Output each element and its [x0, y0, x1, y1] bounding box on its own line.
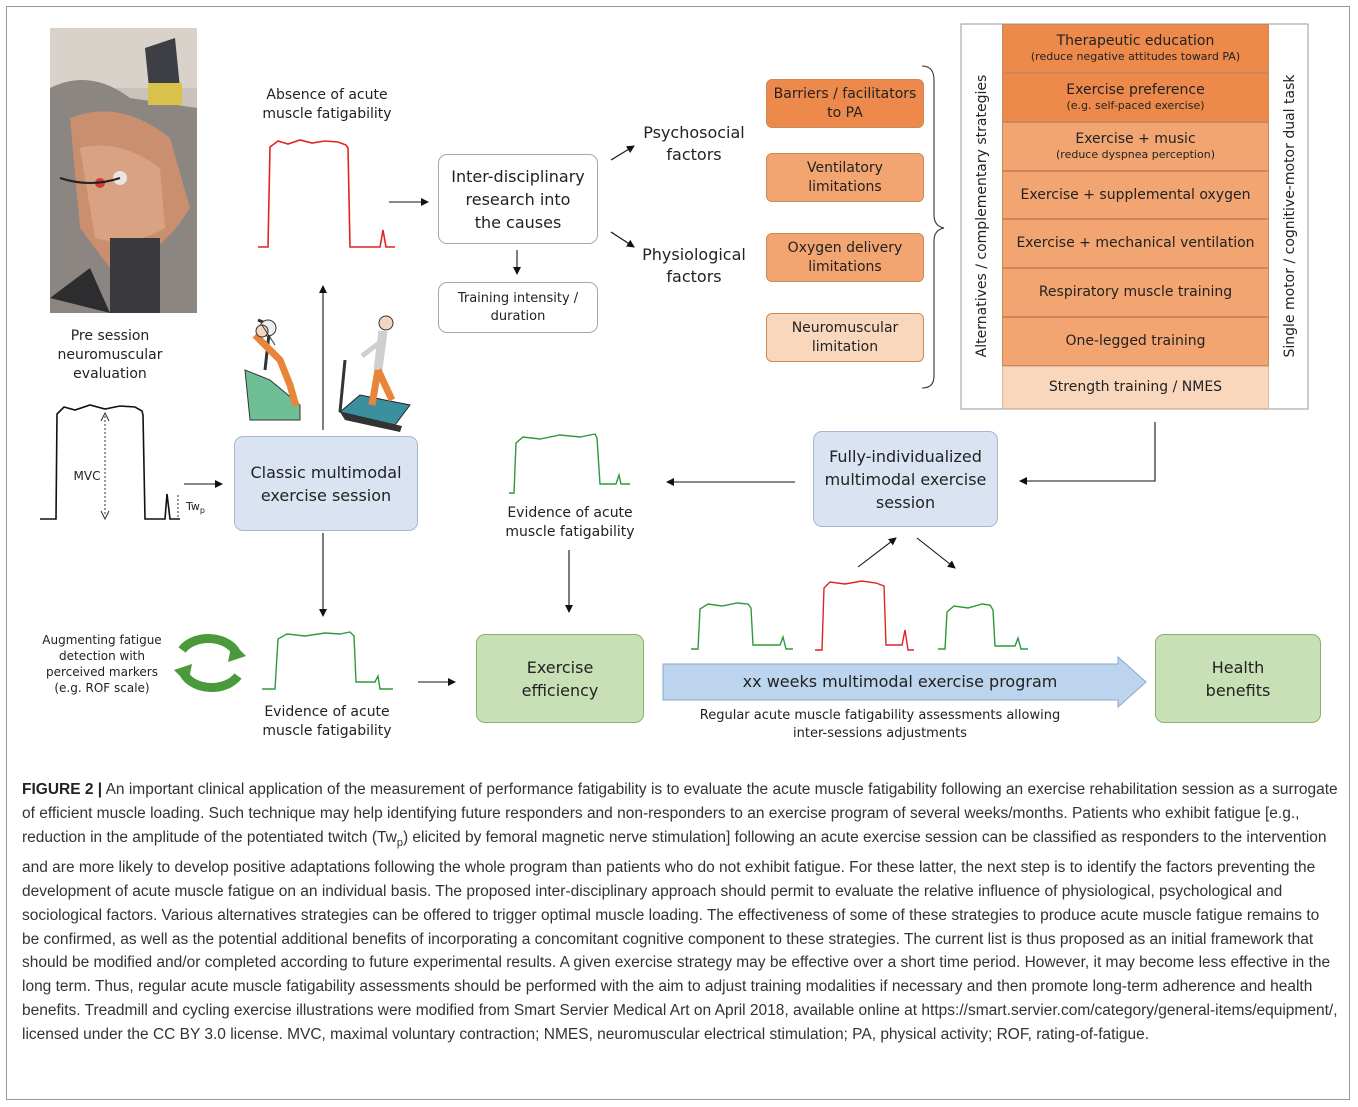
strategy-label: One-legged training — [1065, 333, 1206, 349]
factor-box: Oxygen delivery limitations — [766, 233, 924, 282]
twp-label: Twp — [186, 500, 205, 516]
strategy-row: Exercise + mechanical ventilation — [1002, 219, 1269, 268]
strategy-label: Exercise preference — [1066, 82, 1205, 98]
strategy-sublabel: (e.g. self-paced exercise) — [1066, 99, 1205, 112]
figure-caption: FIGURE 2 | An important clinical applica… — [22, 778, 1340, 1047]
exercise-efficiency-box: Exercise efficiency — [476, 634, 644, 723]
brace-factors — [921, 65, 945, 389]
regular-assessments-label: Regular acute muscle fatigability assess… — [699, 708, 1061, 741]
strategy-row: Exercise + music(reduce dyspnea percepti… — [1002, 122, 1269, 171]
evidence-top-label: Evidence of acute muscle fatigability — [505, 505, 635, 540]
evidence-bottom-label: Evidence of acute muscle fatigability — [262, 704, 392, 739]
black-mvc-trace — [40, 404, 180, 520]
treadmill-exercise-illustration — [338, 315, 411, 432]
strategy-label: Therapeutic education — [1056, 33, 1215, 49]
arrow-strategies-to-individual — [1019, 422, 1156, 485]
caption-sub: p — [396, 836, 403, 849]
strategy-label: Exercise + supplemental oxygen — [1020, 186, 1251, 203]
psychosocial-label: Psychosocial factors — [643, 123, 745, 164]
red-trace-top — [258, 139, 395, 248]
classic-session-box: Classic multimodal exercise session — [234, 436, 418, 531]
arrow-research-to-physiological — [610, 231, 635, 248]
strategy-label: Exercise + music — [1075, 131, 1196, 147]
cycling-exercise-illustration — [244, 318, 301, 421]
caption-text: An important clinical application of the… — [22, 781, 1338, 846]
strategy-row: Strength training / NMES — [1002, 366, 1269, 409]
factor-box: Neuromuscular limitation — [766, 313, 924, 362]
arrow-individual-to-trace-right — [916, 537, 956, 569]
factor-label: Oxygen delivery limitations — [787, 239, 903, 275]
mvc-label: MVC — [73, 469, 101, 483]
green-trace-top — [509, 433, 630, 494]
green-trace-program-2 — [938, 603, 1028, 650]
caption-label: FIGURE 2 | — [22, 781, 103, 798]
absence-fatigability-label: Absence of acute muscle fatigability — [262, 87, 392, 122]
strategy-row: Exercise preference(e.g. self-paced exer… — [1002, 73, 1269, 122]
arrow-individual-to-trace-left — [857, 537, 897, 568]
training-intensity-box: Training intensity / duration — [438, 282, 598, 333]
strategy-sublabel: (reduce dyspnea perception) — [1056, 148, 1215, 161]
factor-label: Ventilatory limitations — [807, 159, 883, 195]
green-trace-bottom — [262, 631, 393, 690]
physiological-label: Physiological factors — [642, 245, 746, 286]
pre-session-label: Pre session neuromuscular evaluation — [57, 328, 163, 382]
strategy-row: Exercise + supplemental oxygen — [1002, 171, 1269, 219]
strategy-row: Respiratory muscle training — [1002, 268, 1269, 317]
program-arrow — [662, 655, 1147, 709]
strategy-sublabel: (reduce negative attitudes toward PA) — [1030, 50, 1241, 63]
photo-of-leg-with-electrodes — [50, 28, 197, 313]
strategy-label: Strength training / NMES — [1048, 379, 1223, 395]
strategy-row: Therapeutic education(reduce negative at… — [1002, 24, 1269, 73]
strategy-label: Exercise + mechanical ventilation — [1016, 235, 1255, 251]
augmenting-label: Augmenting fatigue detection with percei… — [42, 633, 162, 695]
factor-label: Neuromuscular limitation — [791, 319, 899, 355]
factor-label: Barriers / facilitators to PA — [773, 85, 917, 121]
factor-box: Barriers / facilitators to PA — [766, 79, 924, 128]
arrow-research-to-psychosocial — [610, 145, 635, 161]
green-trace-program-1 — [691, 602, 793, 650]
strategy-row: One-legged training — [1002, 317, 1269, 366]
caption-text-2: ) elicited by femoral magnetic nerve sti… — [22, 828, 1338, 1044]
figure-frame — [6, 6, 1350, 1100]
fully-individualized-box: Fully-individualized multimodal exercise… — [813, 431, 998, 527]
strategy-label: Respiratory muscle training — [1038, 284, 1233, 300]
circular-arrows-icon — [174, 634, 246, 692]
inter-disciplinary-box: Inter-disciplinary research into the cau… — [438, 154, 598, 244]
health-benefits-box: Health benefits — [1155, 634, 1321, 723]
factor-box: Ventilatory limitations — [766, 153, 924, 202]
red-trace-program — [815, 580, 914, 651]
program-label: xx weeks multimodal exercise program — [742, 672, 1058, 691]
